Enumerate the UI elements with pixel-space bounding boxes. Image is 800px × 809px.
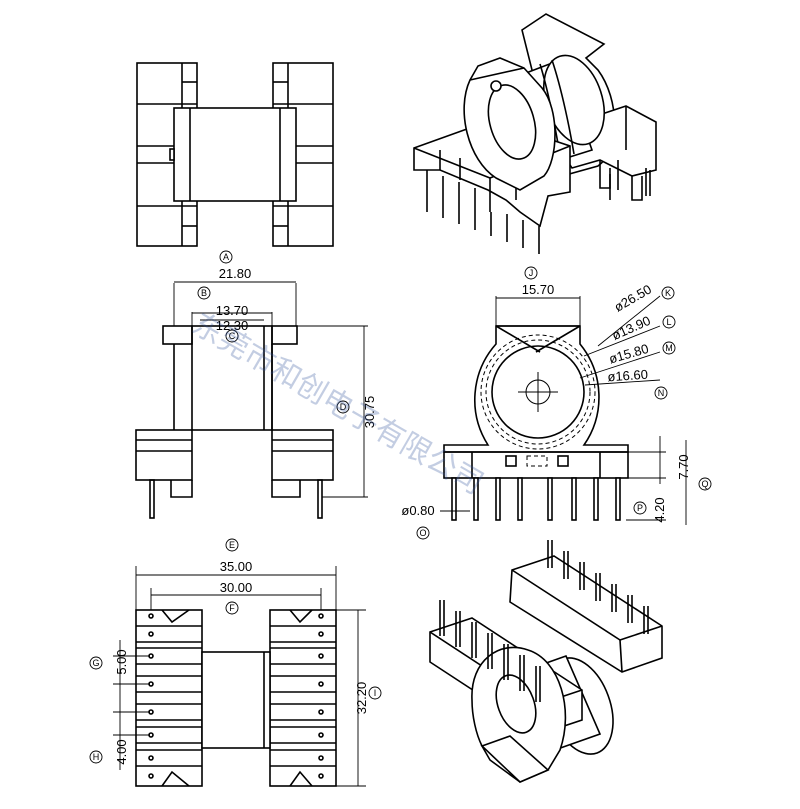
label-p-marker (633, 501, 647, 515)
label-m: M (665, 343, 673, 353)
label-q-marker (698, 477, 712, 491)
terminal-pin (593, 477, 599, 521)
label-i: I (374, 688, 377, 698)
dim-7-70: 7.70 (628, 436, 691, 484)
dim-4-20: 4.20 (626, 440, 687, 525)
dim-15-70: 15.70 (495, 282, 581, 326)
label-d-marker (336, 400, 350, 414)
dim-pin-dia: ø0.80 (401, 503, 470, 518)
label-e-marker (225, 538, 239, 552)
dim-12-30: 12.30 (200, 318, 264, 333)
label-o-marker (416, 526, 430, 540)
pin-hole (318, 732, 324, 738)
svg-text:15.70: 15.70 (522, 282, 555, 297)
svg-text:ø0.80: ø0.80 (401, 503, 434, 518)
pin-hole (318, 631, 324, 637)
label-p: P (637, 503, 643, 513)
label-f-marker (225, 601, 239, 615)
iso-bottom-pins (439, 540, 649, 702)
dim-32-20: 32.20 (336, 609, 369, 787)
dim-13-70: 13.70 (191, 303, 273, 326)
dim-diameter-leaders (579, 295, 661, 386)
dim-30-75: 30.75 (297, 325, 377, 498)
label-b: B (201, 288, 207, 298)
terminal-pin (517, 477, 523, 521)
pin-hole (318, 653, 324, 659)
pin-hole (318, 773, 324, 779)
label-k: K (665, 288, 671, 298)
label-j-marker (524, 266, 538, 280)
dim-5-00: 5.00 (113, 640, 150, 700)
view-front (443, 325, 629, 479)
dim-21-80: 21.80 (173, 266, 297, 326)
terminal-pin (451, 477, 457, 521)
view-bottom (135, 609, 337, 787)
dia-16-60: ø16.60 (607, 367, 648, 385)
svg-text:13.70: 13.70 (216, 303, 249, 318)
view-a-top (136, 62, 334, 247)
pin-hole (148, 631, 154, 637)
view-j-isometric (413, 13, 657, 254)
front-pins (451, 477, 621, 521)
view-isometric-bottom (429, 555, 663, 783)
label-j: J (529, 268, 534, 278)
dia-13-90: ø13.90 (610, 313, 653, 343)
label-g: G (92, 658, 99, 668)
pin-hole (148, 755, 154, 761)
label-l: L (666, 317, 671, 327)
dim-30-00: 30.00 (150, 580, 322, 610)
bottom-pin-rows (136, 613, 336, 779)
svg-text:30.00: 30.00 (220, 580, 253, 595)
label-l-marker (662, 315, 676, 329)
label-c-marker (225, 329, 239, 343)
label-f: F (229, 603, 235, 613)
svg-text:4.00: 4.00 (114, 739, 129, 764)
pin-hole (318, 681, 324, 687)
label-k-marker (661, 286, 675, 300)
pin-hole (148, 613, 154, 619)
svg-text:32.20: 32.20 (354, 682, 369, 715)
label-n-marker (654, 386, 668, 400)
terminal-pin (473, 477, 479, 521)
svg-text:12.30: 12.30 (216, 318, 249, 333)
pin-hole (318, 613, 324, 619)
pin-hole (318, 709, 324, 715)
label-e: E (229, 540, 235, 550)
label-d: D (340, 402, 347, 412)
svg-text:5.00: 5.00 (114, 649, 129, 674)
view-d-side (135, 325, 334, 519)
terminal-pin (495, 477, 501, 521)
label-o: O (419, 528, 426, 538)
label-n: N (658, 388, 665, 398)
label-m-marker (662, 341, 676, 355)
pin-hole (148, 773, 154, 779)
label-q: Q (701, 479, 708, 489)
label-a: A (223, 252, 229, 262)
terminal-pin (615, 477, 621, 521)
terminal-pin (571, 477, 577, 521)
label-b-marker (197, 286, 211, 300)
svg-text:7.70: 7.70 (676, 454, 691, 479)
svg-text:21.80: 21.80 (219, 266, 252, 281)
terminal-pin (547, 477, 553, 521)
label-g-marker (89, 656, 103, 670)
pin-hole (318, 755, 324, 761)
label-h-marker (89, 750, 103, 764)
svg-text:35.00: 35.00 (220, 559, 253, 574)
label-i-marker (368, 686, 382, 700)
label-a-marker (219, 250, 233, 264)
label-c: C (229, 331, 236, 341)
label-h: H (93, 752, 100, 762)
dim-4-00: 4.00 (113, 700, 150, 770)
svg-text:4.20: 4.20 (652, 497, 667, 522)
dim-35-00: 35.00 (135, 559, 337, 610)
svg-text:30.75: 30.75 (362, 396, 377, 429)
dia-26-50: ø26.50 (611, 281, 654, 314)
watermark: 东莞市和创电子有限公司 (186, 307, 489, 502)
